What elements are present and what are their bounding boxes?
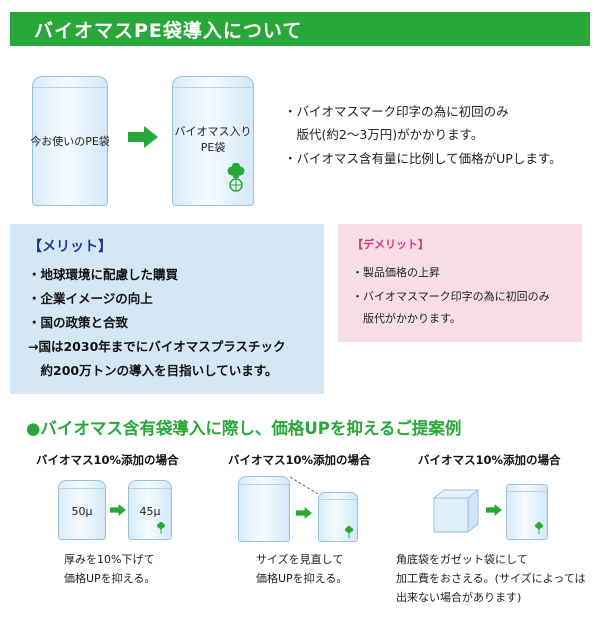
example-3-desc-line3: 出来ない場合があります): [396, 591, 522, 604]
section-title: ●バイオマス含有袋導入に際し、価格UPを抑えるご提案例: [26, 419, 462, 438]
example-2-before-bag: [238, 476, 290, 542]
page-title: バイオマスPE袋導入について: [34, 20, 303, 42]
merit-box: [10, 224, 324, 394]
biomass-mark-icon: [343, 525, 355, 544]
example-1-after-bag: 45μ: [128, 480, 172, 540]
biomass-mark-icon: [155, 521, 167, 540]
note-line-1: ・バイオマスマーク印字の為に初回のみ: [284, 104, 509, 119]
current-bag-illustration: 今お使いのPE袋: [30, 76, 110, 206]
example-2-desc-line2: 価格UPを抑える。: [256, 572, 348, 585]
example-3-label: バイオマス10%添加の場合: [418, 453, 561, 467]
example-1-label: バイオマス10%添加の場合: [36, 453, 179, 467]
demerit-item: ・バイオマスマーク印字の為に初回のみ: [352, 290, 550, 303]
merit-title: 【メリット】: [28, 239, 112, 255]
note-line-2: 版代(約2〜3万円)がかかります。: [284, 127, 484, 142]
merit-item: 約200万トンの導入を目指いしています。: [28, 363, 278, 378]
demerit-box: [338, 224, 582, 342]
square-bottom-bag-illustration: [432, 488, 480, 534]
biomass-bag-label-line1: バイオマス入り: [174, 125, 252, 138]
merit-item: ・国の政策と合致: [28, 315, 129, 330]
example-1-before-value: 50μ: [71, 505, 93, 518]
right-arrow-icon: [296, 506, 312, 520]
biomass-mark-icon: [533, 521, 545, 540]
biomass-bag-label-line2: PE袋: [200, 141, 226, 154]
example-1-after-value: 45μ: [139, 505, 161, 518]
example-1-desc-line1: 厚みを10%下げて: [64, 553, 155, 566]
header-bar: バイオマスPE袋導入について: [10, 12, 590, 46]
merit-item: ・企業イメージの向上: [28, 291, 153, 306]
note-line-3: ・バイオマス含有量に比例して価格がUPします。: [284, 151, 562, 166]
example-1-before-bag: 50μ: [58, 480, 106, 540]
example-1-desc-line2: 価格UPを抑える。: [64, 572, 156, 585]
merit-item: ・地球環境に配慮した購買: [28, 267, 179, 282]
gusset-bag-illustration: [506, 484, 548, 540]
example-3-desc-line2: 加工費をおさえる。(サイズによっては: [396, 572, 586, 585]
biomass-mark-icon: [225, 162, 247, 197]
right-arrow-icon: [128, 126, 158, 148]
biomass-bag-illustration: バイオマス入り PE袋: [172, 76, 254, 206]
right-arrow-icon: [486, 503, 502, 517]
merit-item: →国は2030年までにバイオマスプラスチック: [28, 339, 286, 354]
demerit-item: 版代がかかります。: [352, 312, 461, 325]
current-bag-label: 今お使いのPE袋: [30, 135, 110, 148]
demerit-item: ・製品価格の上昇: [352, 266, 440, 279]
example-3-desc-line1: 角底袋をガゼット袋にして: [396, 553, 528, 566]
example-2-after-bag: [318, 492, 358, 542]
right-arrow-icon: [110, 503, 126, 517]
size-reduction-lines: [290, 476, 319, 495]
example-2-desc-line1: サイズを見直して: [256, 553, 344, 566]
example-2-label: バイオマス10%添加の場合: [228, 453, 371, 467]
demerit-title: 【デメリット】: [352, 238, 429, 251]
